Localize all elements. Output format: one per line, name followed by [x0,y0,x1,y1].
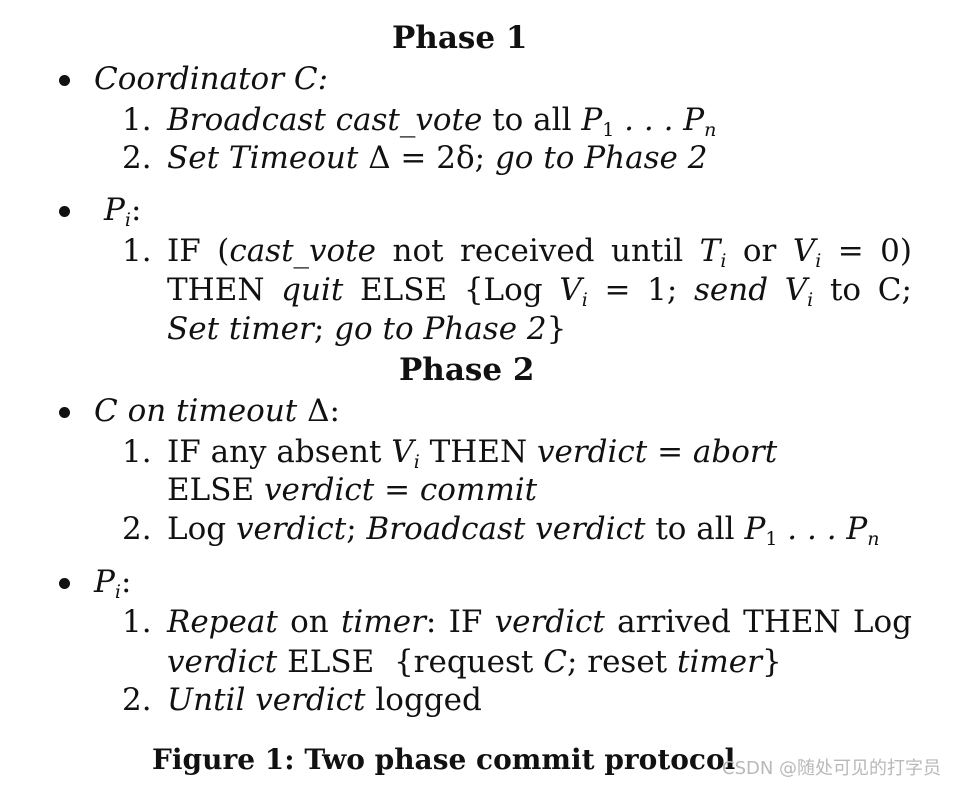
phase1-title: Phase 1 [392,20,528,56]
bullet-icon [59,407,70,418]
c-item2-number: 2. [122,140,152,176]
bullet-icon [59,578,70,589]
c-item1-text: Broadcast cast_vote to all P1 . . . Pn [167,102,717,141]
c-timeout-label: C on timeout Δ: [94,393,340,429]
p2-item1-number: 1. [122,604,152,640]
watermark: CSDN @随处可见的打字员 [722,758,942,779]
p2-item1-line2: verdict ELSE {request C; reset timer} [167,644,782,680]
c2-item1-number: 1. [122,434,152,470]
pi2-label: Pi: [94,564,132,603]
p-item1-line1: IF (cast_vote not received until Ti or V… [167,233,912,272]
phase2-title: Phase 2 [399,352,535,388]
bullet-icon [59,75,70,86]
c2-item1-line1: IF any absent Vi THEN verdict = abort [167,434,778,473]
p2-item2-text: Until verdict logged [167,682,482,718]
p-item1-number: 1. [122,233,152,269]
bullet-icon [59,206,70,217]
pi-label: Pi: [104,192,142,231]
c2-item2-number: 2. [122,511,152,547]
p-item1-line2: THEN quit ELSE {Log Vi = 1; send Vi to C… [167,272,912,311]
figure-caption: Figure 1: Two phase commit protocol [152,743,736,776]
p2-item2-number: 2. [122,682,152,718]
c-item2-text: Set Timeout Δ = 2δ; go to Phase 2 [167,140,708,176]
p-item1-line3: Set timer; go to Phase 2} [167,311,567,347]
p2-item1-line1: Repeat on timer: IF verdict arrived THEN… [167,604,912,640]
c2-item1-line2: ELSE verdict = commit [167,472,538,508]
c2-item2-text: Log verdict; Broadcast verdict to all P1… [167,511,880,550]
coordinator-label: Coordinator C: [94,61,329,97]
c-item1-number: 1. [122,102,152,138]
